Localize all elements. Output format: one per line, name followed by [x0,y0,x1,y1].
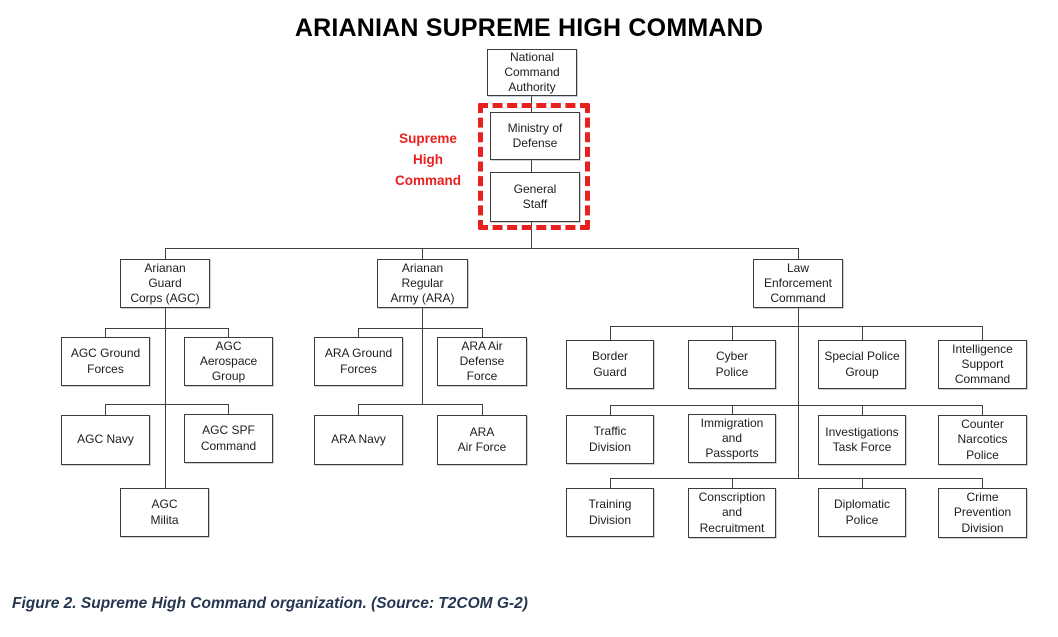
node-arianan-guard-corps: Arianan Guard Corps (AGC) [120,259,210,308]
node-agc-aerospace-group: AGC Aerospace Group [184,337,273,386]
node-ara-ground-forces: ARA Ground Forces [314,337,403,386]
supreme-high-command-label: Supreme High Command [394,131,461,188]
node-agc-milita: AGC Milita [120,488,209,537]
chart-title: ARIANIAN SUPREME HIGH COMMAND [294,14,764,42]
node-crime-prevention-division: Crime Prevention Division [938,488,1027,538]
node-ministry-of-defense: Ministry of Defense [490,112,580,160]
node-general-staff: General Staff [490,172,580,222]
node-conscription-and-recruitment: Conscription and Recruitment [688,488,776,538]
node-diplomatic-police: Diplomatic Police [818,488,906,537]
node-immigration-and-passports: Immigration and Passports [688,414,776,463]
node-cyber-police: Cyber Police [688,340,776,389]
node-ara-air-force: ARA Air Force [437,415,527,465]
node-agc-ground-forces: AGC Ground Forces [61,337,150,386]
node-ara-navy: ARA Navy [314,415,403,465]
node-ara-air-defense-force: ARA Air Defense Force [437,337,527,386]
node-arianan-regular-army: Arianan Regular Army (ARA) [377,259,468,308]
node-special-police-group: Special Police Group [818,340,906,389]
node-counter-narcotics-police: Counter Narcotics Police [938,415,1027,465]
figure-caption: Figure 2. Supreme High Command organizat… [12,595,528,612]
node-agc-spf-command: AGC SPF Command [184,414,273,463]
node-investigations-task-force: Investigations Task Force [818,415,906,465]
node-border-guard: Border Guard [566,340,654,389]
node-agc-navy: AGC Navy [61,415,150,465]
node-national-command-authority: National Command Authority [487,49,577,96]
supreme-high-command-outline [478,103,590,230]
node-traffic-division: Traffic Division [566,415,654,464]
node-intelligence-support-command: Intelligence Support Command [938,340,1027,389]
node-law-enforcement-command: Law Enforcement Command [753,259,843,308]
node-training-division: Training Division [566,488,654,537]
